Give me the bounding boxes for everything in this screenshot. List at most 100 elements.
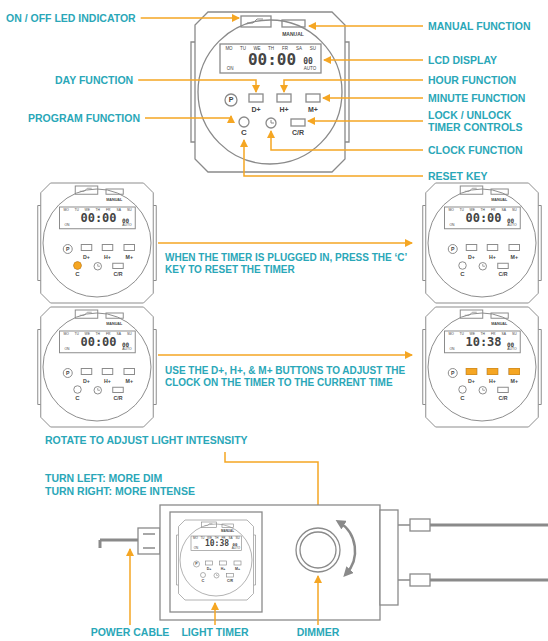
timer-text: AUTO xyxy=(232,547,240,550)
timer-text: AUTO xyxy=(122,348,131,352)
timer-text: SU xyxy=(512,209,517,213)
timer-text: SU xyxy=(127,209,132,213)
timer-figure xyxy=(423,307,542,427)
timer-figure xyxy=(38,307,157,427)
dimmer-box xyxy=(100,505,548,620)
timer-text: D+ xyxy=(207,567,212,571)
timer-text: M+ xyxy=(308,106,318,114)
timer-text: AUTO xyxy=(304,66,316,71)
callout-label: HOUR FUNCTION xyxy=(428,74,516,86)
timer-text: SU xyxy=(127,333,132,337)
callout-label: RESET KEY xyxy=(428,170,488,182)
timer-text: 00:00 xyxy=(465,212,501,226)
timer-text: SA xyxy=(502,209,506,213)
timer-text: TU xyxy=(75,209,79,213)
timer-text: C xyxy=(460,270,464,277)
instruction-text: WHEN THE TIMER IS PLUGGED IN, PRESS THE … xyxy=(165,252,415,275)
timer-text: MO xyxy=(193,537,198,540)
part-label: POWER CABLE xyxy=(91,626,170,638)
timer-text: AUTO xyxy=(507,348,516,352)
timer-text: SU xyxy=(235,537,239,540)
timer-text: H+ xyxy=(489,253,496,259)
timer-text: 00:00 xyxy=(80,336,116,350)
callout-line xyxy=(323,97,423,99)
timer-figure xyxy=(177,520,256,600)
note-text: TURN LEFT: MORE DIM xyxy=(45,472,162,484)
timer-text: 10:38 xyxy=(205,539,229,548)
timer-figure xyxy=(423,183,542,303)
timer-text: P xyxy=(66,246,70,252)
timer-text: C xyxy=(75,270,79,277)
callout-line xyxy=(308,120,423,122)
timer-figure xyxy=(191,12,349,172)
timer-text: TU xyxy=(240,46,246,51)
timer-text: C xyxy=(241,128,247,137)
instruction-text: USE THE D+, H+, & M+ BUTTONS TO ADJUST T… xyxy=(165,365,415,388)
timer-text: H+ xyxy=(221,567,226,571)
timer-text: M+ xyxy=(126,377,133,383)
timer-text: C xyxy=(460,394,464,401)
note-text: ROTATE TO ADJUST LIGHT INTESNSITY xyxy=(45,434,248,446)
callout-line xyxy=(324,59,423,61)
timer-text: TU xyxy=(75,333,79,337)
timer-text: MANUAL xyxy=(106,198,122,202)
timer-text: D+ xyxy=(468,253,475,259)
timer-text: AUTO xyxy=(122,224,131,228)
timer-text: P xyxy=(195,562,197,566)
callout-label: MANUAL FUNCTION xyxy=(428,20,530,32)
timer-text: SA xyxy=(117,333,121,337)
timer-text: SU xyxy=(512,333,517,337)
timer-text: M+ xyxy=(126,253,133,259)
timer-text: TU xyxy=(460,333,464,337)
timer-text: H+ xyxy=(489,377,496,383)
timer-text: H+ xyxy=(279,106,288,114)
leader-lines xyxy=(130,549,318,625)
timer-text: P xyxy=(451,370,455,376)
callout-line xyxy=(309,25,423,27)
timer-text: ON xyxy=(449,348,454,352)
callout-line xyxy=(284,80,423,92)
part-label: DIMMER xyxy=(297,626,340,638)
callout-label: PROGRAM FUNCTION xyxy=(28,112,140,124)
timer-text: P xyxy=(229,96,234,104)
timer-text: D+ xyxy=(468,377,475,383)
timer-text: H+ xyxy=(104,377,111,383)
part-label: LIGHT TIMER xyxy=(181,626,248,638)
timer-text: SU xyxy=(310,46,316,51)
note-text: TURN RIGHT: MORE INTENSE xyxy=(45,485,195,497)
timer-text: MANUAL xyxy=(491,322,507,326)
timer-text: MO xyxy=(449,333,454,337)
rotate-arrow xyxy=(339,522,355,574)
timer-text: 10:38 xyxy=(465,336,501,350)
callout-label: DAY FUNCTION xyxy=(55,74,133,86)
timer-text: ON xyxy=(64,224,69,228)
timer-text: P xyxy=(66,370,70,376)
timer-text: MANUAL xyxy=(282,32,304,38)
timer-text: SA xyxy=(117,209,121,213)
timer-text: P xyxy=(451,246,455,252)
callout-line xyxy=(145,116,231,118)
timer-text: C/R xyxy=(113,395,122,401)
timer-text: AUTO xyxy=(507,224,516,228)
timer-text: C/R xyxy=(498,395,507,401)
timer-text: MO xyxy=(64,209,69,213)
timer-text: MANUAL xyxy=(221,530,234,533)
timer-text: D+ xyxy=(251,106,260,114)
timer-text: ON xyxy=(194,547,199,550)
timer-text: M+ xyxy=(511,253,518,259)
timer-text: D+ xyxy=(83,377,90,383)
timer-text: MO xyxy=(449,209,454,213)
timer-text: 00 xyxy=(303,57,313,66)
timer-text: MO xyxy=(64,333,69,337)
timer-text: C xyxy=(202,578,205,583)
callout-line xyxy=(138,80,256,92)
timer-text: TU xyxy=(460,209,464,213)
timer-text: SA xyxy=(296,46,302,51)
timer-text: C/R xyxy=(227,578,233,582)
callout-label: ON / OFF LED INDICATOR xyxy=(6,12,136,24)
timer-text: MO xyxy=(225,46,232,51)
callout-line xyxy=(141,17,239,19)
highlight xyxy=(74,262,82,270)
callout-line xyxy=(244,140,423,176)
callout-label: LCD DISPLAY xyxy=(428,54,497,66)
